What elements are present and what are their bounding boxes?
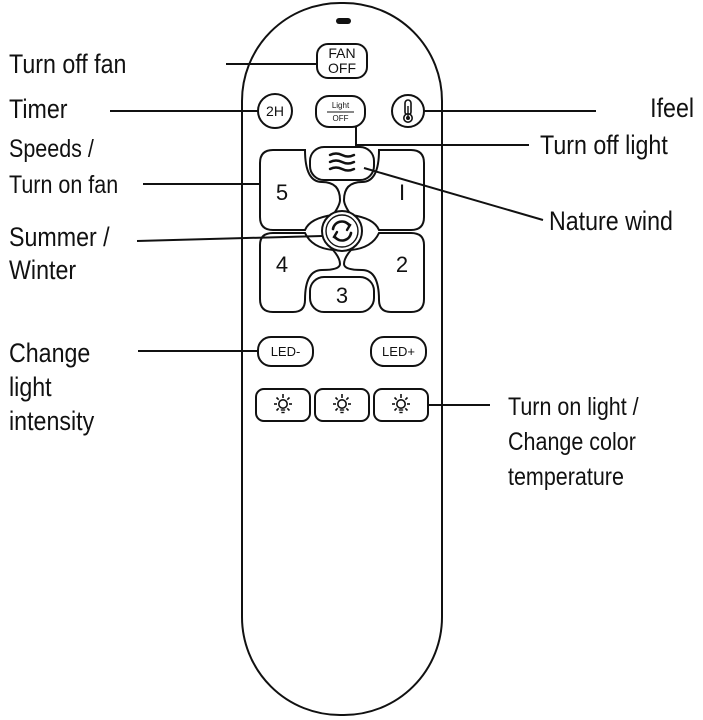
timer-button-label: 2H: [266, 103, 284, 119]
light-button-2[interactable]: [314, 388, 370, 422]
label-speeds-line2: Turn on fan: [9, 171, 119, 199]
label-turn-off-light: Turn off light: [540, 130, 668, 160]
label-timer: Timer: [9, 94, 68, 124]
fan-off-button-label: FAN OFF: [317, 46, 367, 76]
label-change-light-line2: light: [9, 372, 52, 402]
fan-off-button[interactable]: [316, 43, 368, 79]
speed-4-button[interactable]: [259, 232, 342, 313]
speed-3-label: 3: [335, 283, 349, 308]
label-change-light-line1: Change: [9, 338, 91, 368]
summer-winter-inner-ring: [325, 214, 359, 248]
fan-off-line1: FAN: [328, 45, 356, 61]
cycle-arrows-icon: [331, 220, 353, 242]
light-off-button-label: Light OFF: [316, 101, 365, 124]
speed-5-label: 5: [275, 180, 289, 205]
led-plus-button[interactable]: [370, 336, 427, 367]
speed-3-button[interactable]: [309, 276, 375, 313]
speed-5-button[interactable]: [259, 149, 342, 231]
waves-icon: [328, 152, 356, 172]
led-plus-label: LED+: [382, 344, 415, 359]
nature-wind-button[interactable]: [309, 146, 375, 181]
summer-winter-button[interactable]: [321, 210, 363, 252]
leader-turn-off-light: [355, 127, 529, 146]
speed-4-label: 4: [275, 252, 289, 277]
label-speeds-line1: Speeds /: [9, 135, 94, 163]
light-off-line2: OFF: [332, 114, 349, 123]
label-turn-off-fan: Turn off fan: [9, 49, 127, 79]
label-nature-wind: Nature wind: [549, 206, 673, 236]
leader-nature-wind: [363, 167, 544, 221]
label-change-light-line3: intensity: [9, 406, 95, 436]
light-button-1[interactable]: [255, 388, 311, 422]
label-turn-on-light-line2: Change color: [508, 428, 636, 456]
label-turn-on-light-line1: Turn on light /: [508, 393, 639, 421]
speed-2-label: 2: [395, 252, 409, 277]
light-button-3[interactable]: [373, 388, 429, 422]
speed-1-label: I: [398, 180, 406, 205]
label-summer-line1: Summer /: [9, 222, 110, 252]
fan-off-line2: OFF: [328, 60, 356, 76]
indicator-led: [336, 18, 351, 24]
light-off-line1: Light: [331, 101, 350, 110]
speed-1-button[interactable]: [342, 149, 425, 231]
label-turn-on-light-line3: temperature: [508, 463, 624, 491]
led-minus-label: LED-: [270, 344, 301, 359]
label-summer-line2: Winter: [9, 255, 77, 285]
speed-2-button[interactable]: [342, 232, 425, 313]
thermometer-icon: [402, 99, 413, 124]
leader-summer: [136, 235, 323, 242]
label-ifeel: Ifeel: [650, 93, 694, 123]
